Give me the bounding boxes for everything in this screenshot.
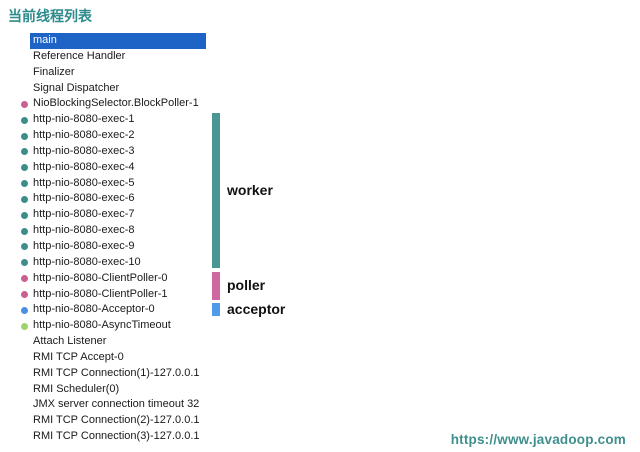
thread-state-icon [21,306,28,314]
thread-row[interactable]: http-nio-8080-exec-10 [21,255,206,271]
thread-row[interactable]: RMI TCP Connection(3)-127.0.0.1 [30,429,206,445]
thread-row[interactable]: http-nio-8080-ClientPoller-0 [21,271,206,287]
thread-row[interactable]: RMI TCP Connection(1)-127.0.0.1 [30,366,206,382]
thread-state-icon [21,164,28,172]
thread-name: http-nio-8080-exec-5 [33,176,135,189]
thread-name: http-nio-8080-Acceptor-0 [33,303,155,316]
worker-group-bar [212,113,220,269]
thread-name: main [33,34,57,46]
thread-row[interactable]: RMI TCP Accept-0 [30,350,206,366]
thread-row[interactable]: http-nio-8080-exec-9 [21,239,206,255]
thread-name: RMI TCP Accept-0 [33,350,124,363]
thread-name: RMI TCP Connection(1)-127.0.0.1 [33,366,200,379]
thread-row[interactable]: http-nio-8080-exec-3 [21,144,206,160]
thread-row[interactable]: Reference Handler [30,49,206,65]
thread-row[interactable]: http-nio-8080-exec-6 [21,191,206,207]
thread-row[interactable]: http-nio-8080-exec-8 [21,223,206,239]
thread-state-icon [21,291,28,298]
thread-state-icon [21,243,28,251]
poller-group-label: poller [227,276,266,293]
thread-name: JMX server connection timeout 32 [33,398,200,411]
thread-name: http-nio-8080-exec-4 [33,160,135,173]
thread-name: RMI TCP Connection(3)-127.0.0.1 [33,430,200,443]
thread-name: http-nio-8080-exec-9 [33,239,135,252]
thread-row[interactable]: http-nio-8080-ClientPoller-1 [21,287,206,303]
poller-group-bar [212,271,220,300]
thread-name: http-nio-8080-exec-7 [33,208,135,221]
thread-state-icon [21,227,28,235]
thread-row[interactable]: Finalizer [30,65,206,81]
thread-name: http-nio-8080-exec-3 [33,144,135,157]
thread-row[interactable]: NioBlockingSelector.BlockPoller-1 [21,96,206,112]
thread-row[interactable]: JMX server connection timeout 32 [30,397,206,413]
thread-name: RMI TCP Connection(2)-127.0.0.1 [33,414,200,427]
thread-name: http-nio-8080-exec-1 [33,113,135,126]
thread-state-icon [21,148,28,156]
thread-state-icon [21,132,28,140]
thread-state-icon [21,275,28,283]
thread-state-icon [21,211,28,219]
thread-name: RMI Scheduler(0) [33,382,120,395]
thread-name: http-nio-8080-AsyncTimeout [33,319,171,332]
thread-row[interactable]: http-nio-8080-exec-5 [21,176,206,192]
thread-row[interactable]: http-nio-8080-exec-7 [21,207,206,223]
thread-name: http-nio-8080-ClientPoller-0 [33,271,168,284]
watermark-link[interactable]: https://www.javadoop.com [450,432,626,447]
thread-name: Finalizer [33,65,75,78]
thread-row[interactable]: http-nio-8080-Acceptor-0 [21,302,206,318]
thread-name: NioBlockingSelector.BlockPoller-1 [33,97,199,110]
thread-state-icon [21,195,28,203]
thread-row[interactable]: http-nio-8080-exec-4 [21,160,206,176]
thread-row[interactable]: Attach Listener [30,334,206,350]
thread-name: http-nio-8080-exec-10 [33,255,141,268]
thread-name: Attach Listener [33,335,107,348]
thread-row[interactable]: main [30,33,206,49]
thread-state-icon [21,180,28,188]
acceptor-group-bar [212,303,220,316]
thread-row[interactable]: RMI TCP Connection(2)-127.0.0.1 [30,413,206,429]
thread-row[interactable]: http-nio-8080-exec-2 [21,128,206,144]
thread-name: http-nio-8080-exec-8 [33,224,135,237]
thread-row[interactable]: http-nio-8080-AsyncTimeout [21,318,206,334]
thread-name: Reference Handler [33,49,126,62]
thread-name: http-nio-8080-ClientPoller-1 [33,287,168,300]
thread-row[interactable]: http-nio-8080-exec-1 [21,112,206,128]
page-title: 当前线程列表 [8,8,92,24]
thread-name: Signal Dispatcher [33,81,120,94]
thread-name: http-nio-8080-exec-2 [33,129,135,142]
thread-row[interactable]: Signal Dispatcher [30,81,206,97]
thread-row[interactable]: RMI Scheduler(0) [30,382,206,398]
acceptor-group-label: acceptor [227,300,286,317]
thread-state-icon [21,116,28,124]
worker-group-label: worker [227,181,273,198]
thread-state-icon [21,100,28,108]
thread-state-icon [21,259,28,267]
thread-state-icon [21,322,28,330]
thread-name: http-nio-8080-exec-6 [33,192,135,205]
